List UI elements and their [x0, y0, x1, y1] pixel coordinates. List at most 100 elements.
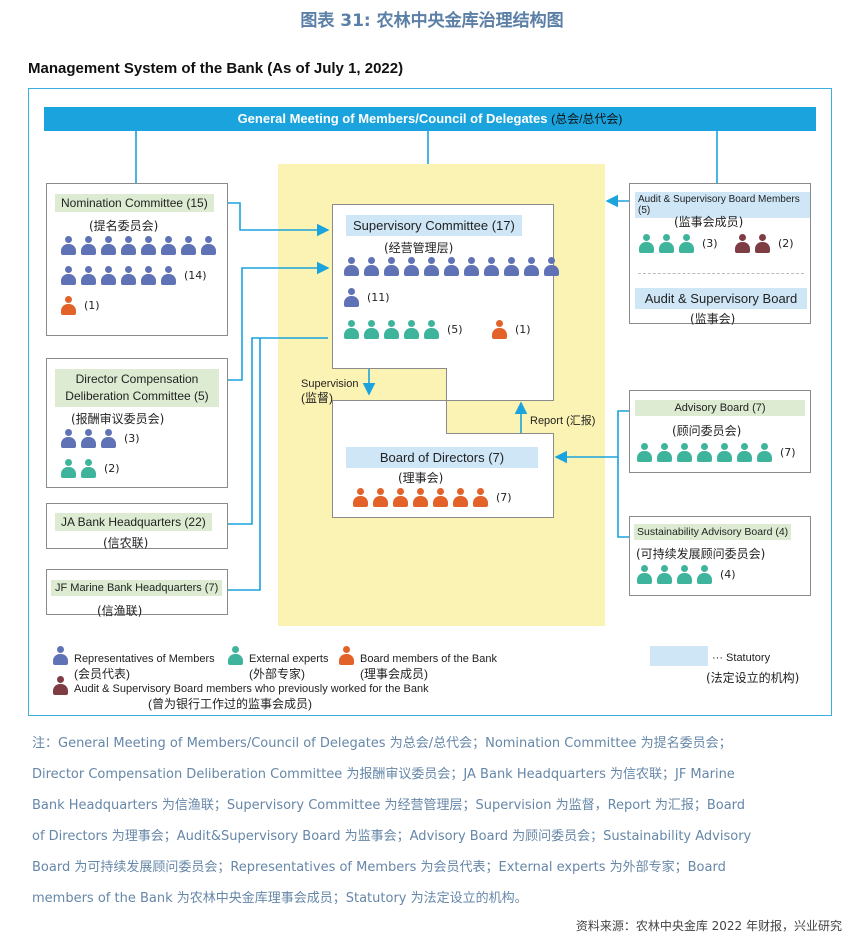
audit-board-label: Audit & Supervisory Board	[635, 288, 807, 309]
board-label: Board of Directors (7)	[346, 447, 538, 468]
person-icon	[60, 429, 77, 448]
person-icon	[60, 266, 77, 285]
person-icon	[352, 488, 369, 507]
jf-bank-zh: (信渔联)	[97, 604, 143, 618]
advisory-zh: (顾问委员会)	[672, 424, 742, 438]
compensation-ext-row: (2)	[60, 459, 120, 478]
person-icon	[734, 234, 751, 253]
compensation-en1: Director Compensation	[75, 372, 199, 386]
legend-brd-zh: (理事会成员)	[360, 667, 428, 681]
member-count-label: (2)	[778, 237, 794, 250]
audit-divider	[638, 273, 804, 274]
ja-bank-box: JA Bank Headquarters (22) (信农联)	[46, 503, 228, 550]
legend-brd: Board members of the Bank (理事会成员)	[360, 652, 497, 682]
audit-ext-row: (3)	[638, 234, 718, 253]
supervisory-rep-row	[343, 257, 560, 276]
person-icon	[80, 236, 97, 255]
advisory-label: Advisory Board (7)	[635, 400, 805, 416]
arrow-advisory-board	[554, 410, 629, 464]
member-count-label: (2)	[104, 462, 120, 475]
nomination-count: (15)	[186, 196, 208, 210]
audit-members-zh: (监事会成员)	[674, 215, 744, 229]
person-icon	[372, 488, 389, 507]
person-icon	[443, 257, 460, 276]
member-count-label: (1)	[84, 299, 100, 312]
general-meeting-zh: (总会/总代会)	[551, 112, 623, 126]
person-icon	[80, 266, 97, 285]
nomination-rep-row2: (14)	[60, 266, 207, 285]
person-icon	[120, 266, 137, 285]
person-icon	[676, 565, 693, 584]
supervisory-rep-single: (11)	[343, 288, 390, 307]
advisory-ext-row: (7)	[636, 443, 796, 462]
audit-board-box: Audit & Supervisory Board Members (5) (监…	[629, 183, 811, 326]
person-icon	[343, 288, 360, 307]
source-note: 资料来源：农林中央金库 2022 年财报，兴业研究	[575, 919, 842, 933]
person-icon	[140, 266, 157, 285]
arrow-ja-supervisory	[228, 337, 328, 525]
person-icon	[658, 234, 675, 253]
person-icon	[343, 257, 360, 276]
jf-bank-box: JF Marine Bank Headquarters (7) (信渔联)	[46, 569, 228, 618]
arrow-compensation-supervisory	[228, 261, 330, 381]
member-count-label: (11)	[367, 291, 390, 304]
note-line: members of the Bank 为农林中央金库理事会成员；Statuto…	[32, 891, 528, 906]
general-meeting-bar: General Meeting of Members/Council of De…	[44, 107, 816, 131]
supervisory-ext-row: (5)	[343, 320, 463, 339]
legend-ext-icon	[227, 646, 244, 669]
person-icon	[80, 459, 97, 478]
legend-aud-person-icon	[52, 676, 69, 695]
arrow-jf-supervisory	[228, 338, 261, 591]
nomination-zh: (提名委员会)	[89, 219, 159, 233]
person-icon	[543, 257, 560, 276]
compensation-committee-box: Director Compensation Deliberation Commi…	[46, 358, 228, 488]
legend-brd-person-icon	[338, 646, 355, 665]
legend-aud-zh: (曾为银行工作过的监事会成员)	[148, 697, 312, 711]
ja-bank-zh: (信农联)	[103, 536, 149, 550]
board-zh: (理事会)	[398, 471, 444, 485]
legend-rep-icon	[52, 646, 69, 669]
note-line: Bank Headquarters 为信渔联；Supervisory Commi…	[32, 798, 746, 813]
person-icon	[363, 320, 380, 339]
person-icon	[716, 443, 733, 462]
ja-bank-label: JA Bank Headquarters (22)	[55, 513, 212, 531]
legend-rep-en: Representatives of Members	[74, 653, 215, 665]
figure-title: 图表 31: 农林中央金库治理结构图	[300, 11, 564, 31]
member-count-label: (14)	[184, 269, 207, 282]
arrow-sustainability-board	[617, 457, 629, 538]
audit-board-zh: (监事会)	[690, 312, 736, 326]
person-icon	[638, 234, 655, 253]
audit-former-row: (2)	[734, 234, 794, 253]
legend-ext-person-icon	[227, 646, 244, 665]
legend-statutory-en: ··· Statutory	[712, 652, 771, 664]
nomination-en: Nomination Committee	[61, 196, 184, 210]
diagram-subtitle: Management System of the Bank (As of Jul…	[28, 60, 404, 77]
person-icon	[472, 488, 489, 507]
person-icon	[160, 236, 177, 255]
audit-members-label: Audit & Supervisory Board Members (5)	[635, 192, 810, 218]
note-line: of Directors 为理事会；Audit&Supervisory Boar…	[32, 829, 752, 844]
person-icon	[403, 320, 420, 339]
legend-rep-zh: (会员代表)	[74, 667, 130, 681]
person-icon	[60, 459, 77, 478]
member-count-label: (4)	[720, 568, 736, 581]
person-icon	[120, 236, 137, 255]
nomination-committee-label: Nomination Committee (15)	[55, 194, 214, 212]
note-line: 注：General Meeting of Members/Council of …	[32, 736, 732, 751]
note-line: Director Compensation Deliberation Commi…	[32, 767, 735, 782]
nomination-board-row: (1)	[60, 296, 100, 315]
legend-statutory-swatch	[650, 646, 708, 666]
supervisory-board-row: (1)	[491, 320, 531, 339]
nomination-rep-row1	[60, 236, 217, 255]
board-of-directors-box: Board of Directors (7) (理事会) (7)	[332, 400, 554, 518]
person-icon	[160, 266, 177, 285]
person-icon	[383, 257, 400, 276]
general-meeting-en: General Meeting of Members/Council of De…	[237, 111, 548, 126]
legend-brd-icon	[338, 646, 355, 669]
legend-aud: Audit & Supervisory Board members who pr…	[74, 682, 429, 712]
person-icon	[100, 429, 117, 448]
person-icon	[60, 296, 77, 315]
member-count-label: (5)	[447, 323, 463, 336]
person-icon	[452, 488, 469, 507]
person-icon	[754, 234, 771, 253]
